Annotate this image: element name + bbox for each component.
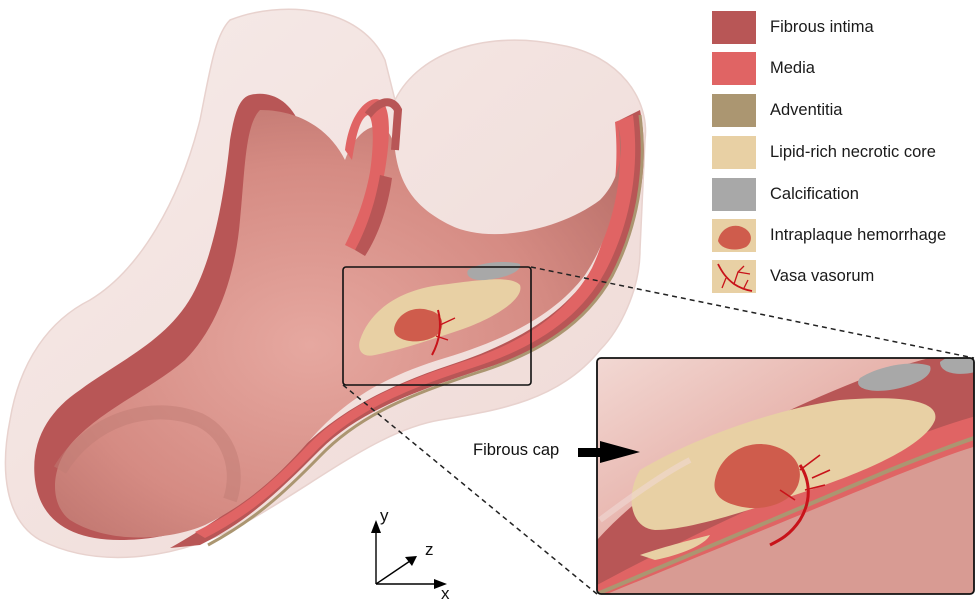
swatch-lipid-core bbox=[712, 136, 756, 169]
axis-z-label: z bbox=[425, 540, 434, 560]
legend-item-lipid-core: Lipid-rich necrotic core bbox=[712, 135, 936, 169]
legend-item-vasa-vasorum: Vasa vasorum bbox=[712, 259, 874, 293]
swatch-media bbox=[712, 52, 756, 85]
legend-label: Calcification bbox=[770, 185, 859, 204]
legend-item-calcification: Calcification bbox=[712, 177, 859, 211]
legend-label: Adventitia bbox=[770, 101, 842, 120]
swatch-fibrous-intima bbox=[712, 11, 756, 44]
legend-label: Lipid-rich necrotic core bbox=[770, 143, 936, 162]
fibrous-cap-label: Fibrous cap bbox=[473, 441, 559, 460]
legend-label: Intraplaque hemorrhage bbox=[770, 226, 946, 245]
legend-item-media: Media bbox=[712, 51, 815, 85]
swatch-vasa-vasorum bbox=[712, 260, 756, 293]
swatch-calcification bbox=[712, 178, 756, 211]
swatch-adventitia bbox=[712, 94, 756, 127]
legend-item-fibrous-intima: Fibrous intima bbox=[712, 10, 874, 44]
legend-label: Media bbox=[770, 59, 815, 78]
zoom-connector-bottom bbox=[343, 385, 597, 594]
legend-label: Vasa vasorum bbox=[770, 267, 874, 286]
zoom-inset bbox=[597, 348, 977, 600]
axes-icon bbox=[371, 520, 447, 589]
legend-item-hemorrhage: Intraplaque hemorrhage bbox=[712, 218, 946, 252]
legend-label: Fibrous intima bbox=[770, 18, 874, 37]
axis-x-label: x bbox=[441, 584, 450, 604]
swatch-hemorrhage bbox=[712, 219, 756, 252]
axis-y-label: y bbox=[380, 506, 389, 526]
legend-item-adventitia: Adventitia bbox=[712, 93, 842, 127]
